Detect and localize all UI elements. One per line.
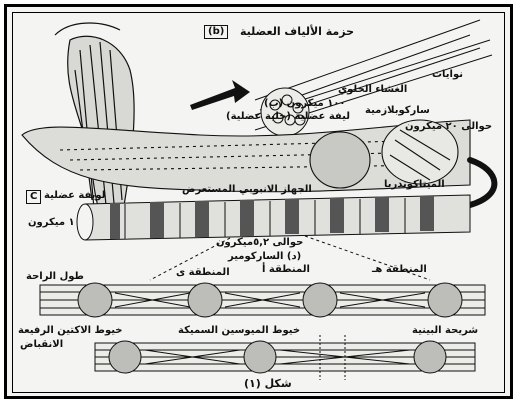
- label-sarcomere: (د) الساركومير: [228, 252, 301, 262]
- panel-b-letter: (b): [204, 25, 228, 39]
- figure-caption: شكل (١): [244, 378, 292, 389]
- label-z-line: شريحة البينية: [412, 326, 478, 336]
- label-about-20-micron: حوالى ٢٠ ميكرون: [405, 122, 492, 132]
- label-diameter-100: ١٠٠ ميكرون (ب): [264, 99, 346, 109]
- sarcomere-rest: [40, 283, 485, 317]
- label-thick-myosin: خيوط الميوسين السميكة: [178, 326, 300, 336]
- label-mitochondria: الميتاكوندريا: [384, 180, 445, 190]
- label-sarcomere-length: حوالى ٥,٢ميكرون: [216, 238, 303, 248]
- label-one-micron: ١ ميكرون: [28, 218, 75, 228]
- label-zone-h: المنطقة هـ: [372, 265, 427, 275]
- label-rest-length: طول الراحة: [26, 272, 84, 282]
- label-muscle-fiber-bundle: حزمة الألياف العضلية: [240, 26, 354, 37]
- label-thin-actin: خيوط الاكتين الرفيعة: [18, 326, 123, 336]
- direction-arrow: [190, 80, 250, 110]
- label-muscle-cell: ليفة عضلية (خلية عضلية): [226, 112, 350, 122]
- label-zone-i: المنطقة ى: [176, 268, 230, 278]
- sarcomere-contracted: [95, 335, 475, 380]
- panel-c-letter: C: [26, 190, 41, 204]
- label-myofibril: لويفة عضلية: [44, 191, 105, 201]
- label-contraction: الانقباض: [20, 340, 63, 350]
- label-cell-membrane: الغشاء الخلوي: [338, 85, 407, 95]
- label-sarcoplasm: ساركوبلازمية: [365, 106, 430, 116]
- myofibril: [77, 195, 470, 240]
- label-zone-a: المنطقة أ: [262, 265, 310, 275]
- label-nuclei: نوايات: [432, 70, 463, 80]
- label-transverse-tubule: الجهاز الانبوبي المستعرض: [182, 185, 312, 195]
